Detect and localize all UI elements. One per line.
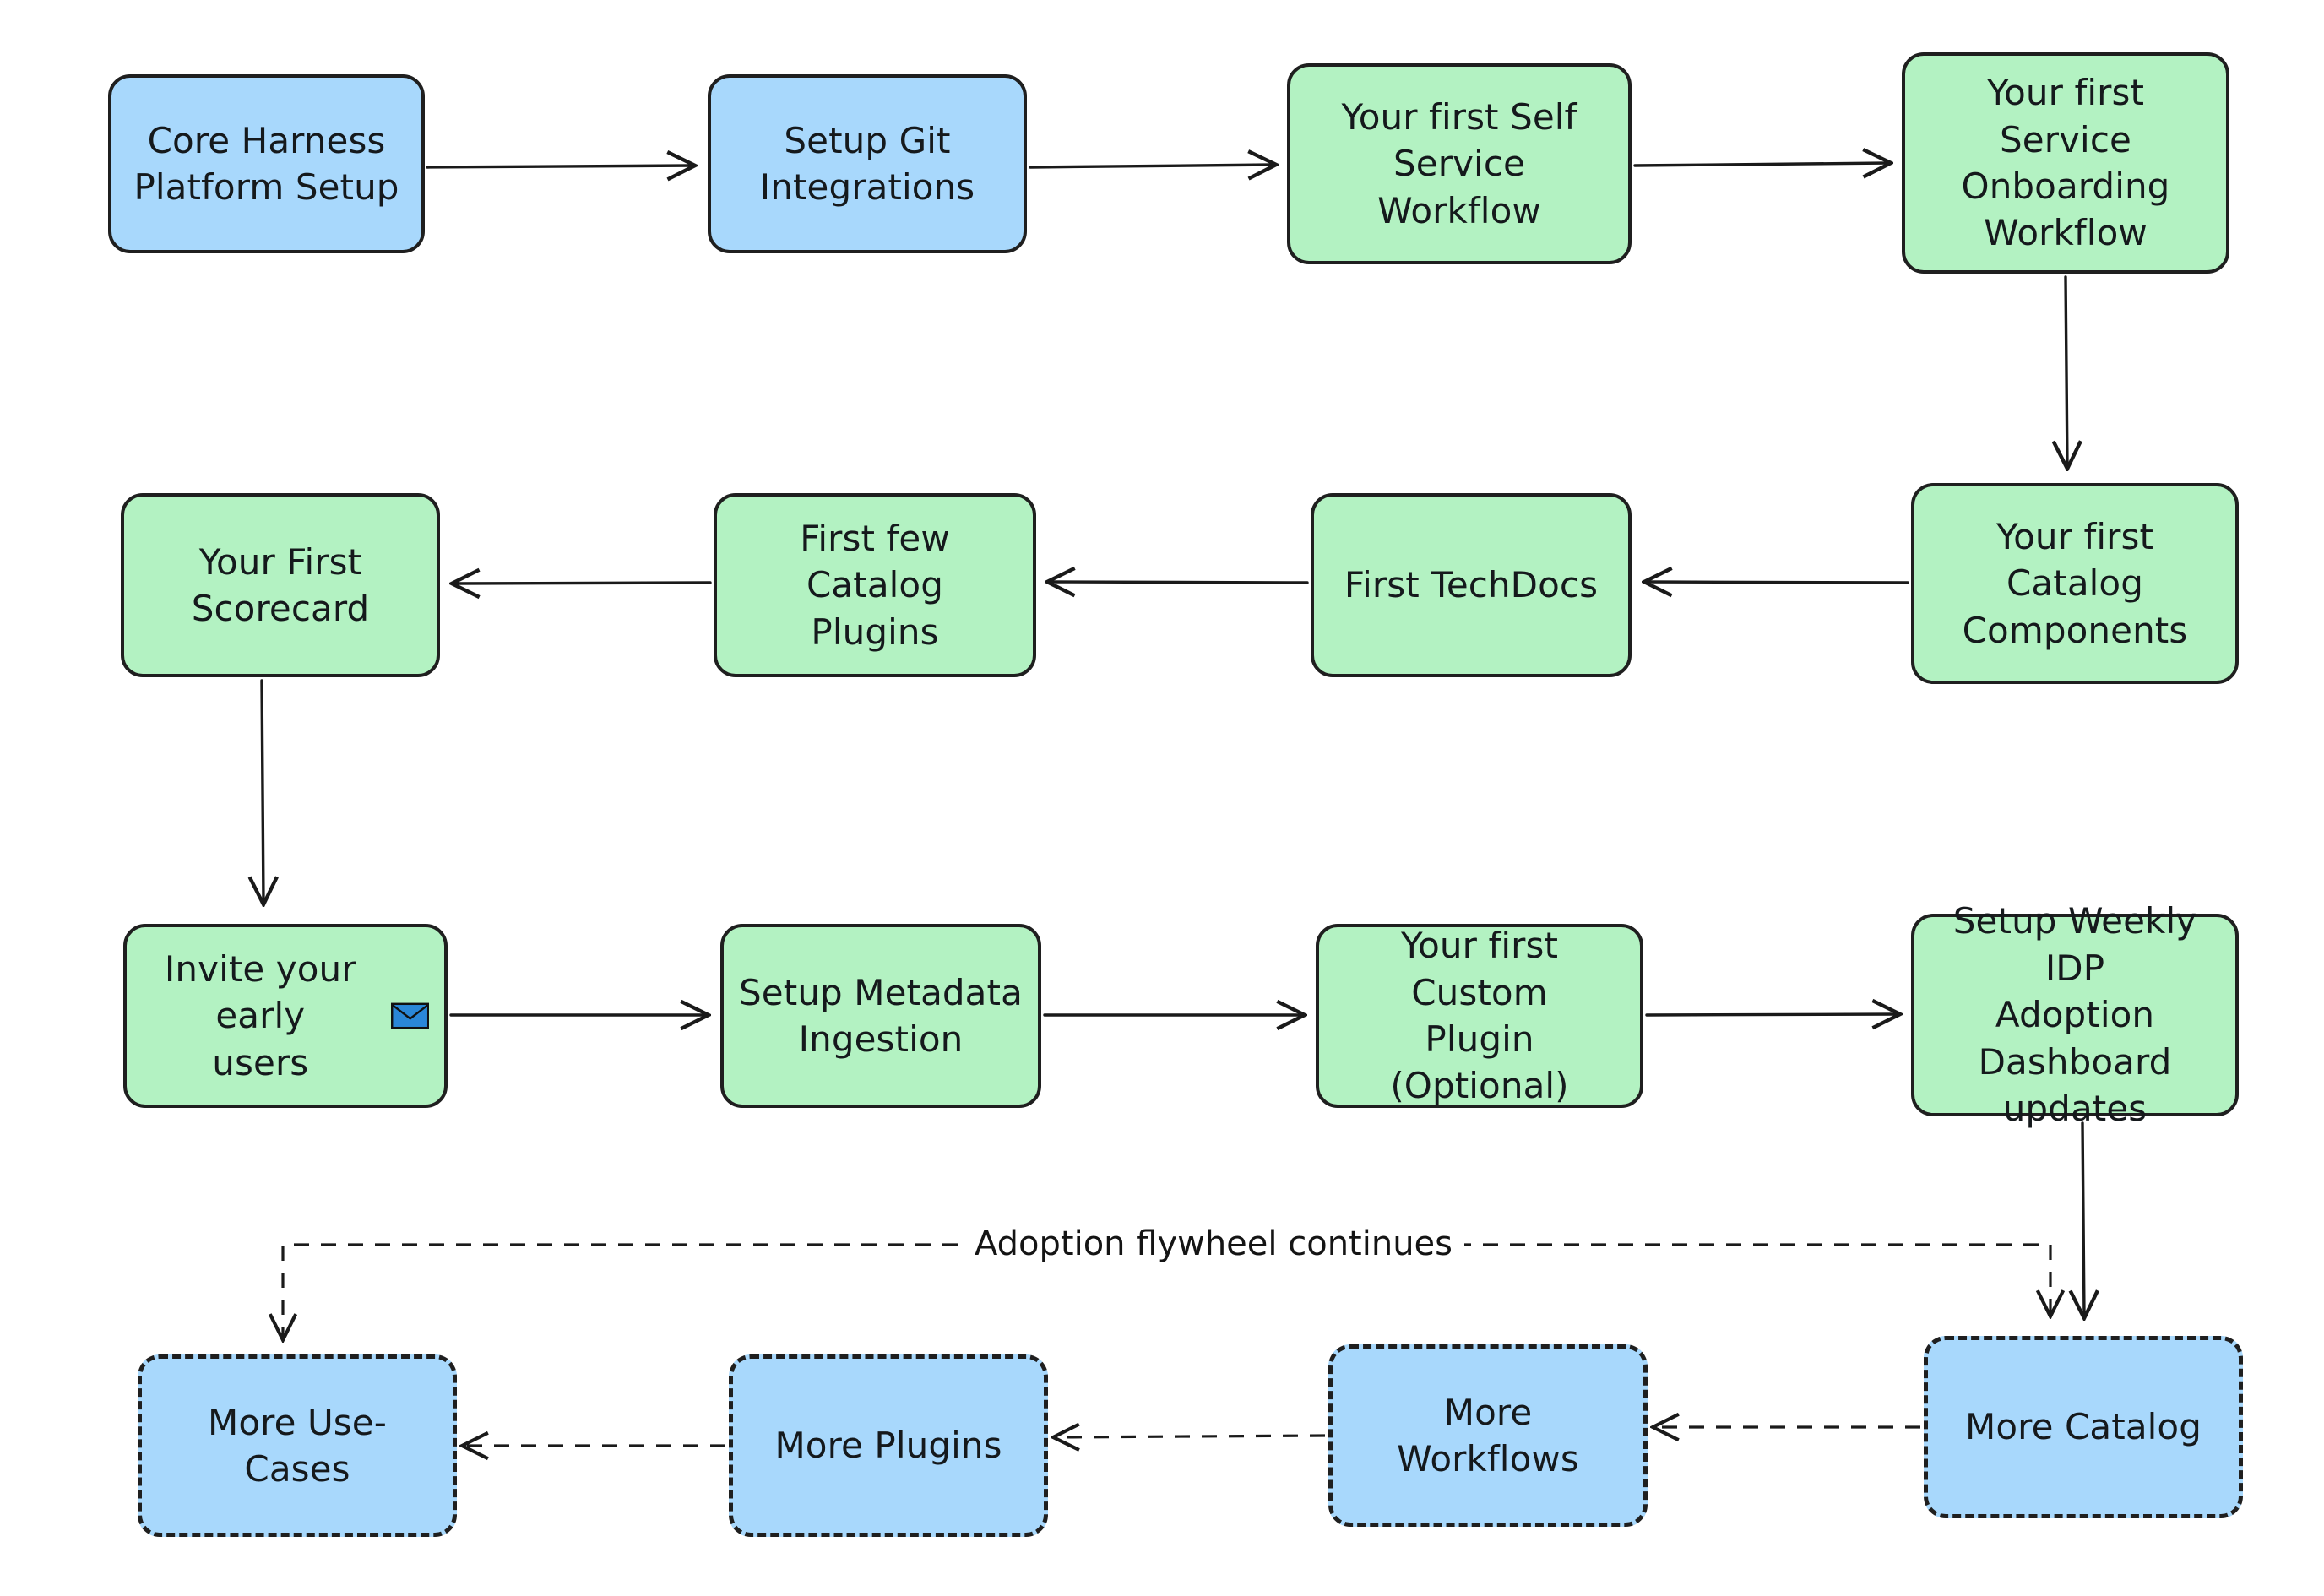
node-setup-metadata-ingestion[interactable]: Setup Metadata Ingestion: [720, 924, 1041, 1108]
edge-onboarding-to-catalog-components: [2066, 275, 2067, 466]
node-setup-git-integrations[interactable]: Setup Git Integrations: [708, 74, 1027, 253]
node-first-few-catalog-plugins[interactable]: First few Catalog Plugins: [714, 493, 1036, 677]
node-label: Setup Git Integrations: [759, 119, 975, 208]
node-label: More Workflows: [1397, 1391, 1579, 1479]
node-first-techdocs[interactable]: First TechDocs: [1311, 493, 1632, 677]
edge-moreworkflows-to-moreplugins: [1056, 1436, 1326, 1437]
envelope-icon: [390, 1002, 429, 1029]
edge-weeklyidp-to-morecatalog: [2082, 1121, 2084, 1316]
node-label: First TechDocs: [1344, 564, 1599, 606]
node-label: Your First Scorecard: [191, 540, 370, 629]
adoption-flywheel-label: Adoption flywheel continues: [963, 1224, 1464, 1263]
edge-customplugin-to-weeklyidp: [1645, 1014, 1898, 1015]
node-more-plugins[interactable]: More Plugins: [729, 1354, 1048, 1537]
node-label: First few Catalog Plugins: [800, 517, 950, 653]
node-label: Core Harness Platform Setup: [133, 119, 399, 208]
node-label: Your first Catalog Components: [1962, 515, 2188, 651]
node-more-catalog[interactable]: More Catalog: [1924, 1336, 2243, 1518]
node-label: Invite your early users: [164, 947, 356, 1083]
edge-git-to-selfservice: [1029, 165, 1273, 167]
node-core-harness-platform-setup[interactable]: Core Harness Platform Setup: [108, 74, 425, 253]
node-label: Setup Metadata Ingestion: [739, 971, 1023, 1060]
node-label: More Use-Cases: [208, 1401, 387, 1490]
node-your-first-catalog-components[interactable]: Your first Catalog Components: [1911, 483, 2239, 684]
node-your-first-scorecard[interactable]: Your First Scorecard: [121, 493, 440, 677]
edge-catalogplugins-to-scorecard: [454, 583, 712, 584]
node-label: More Plugins: [774, 1425, 1002, 1467]
edge-catalogcomponents-to-techdocs: [1647, 582, 1909, 583]
edge-selfservice-to-onboarding: [1633, 163, 1888, 166]
node-your-first-self-service-workflow[interactable]: Your first Self Service Workflow: [1287, 63, 1632, 264]
node-label: Your first Self Service Workflow: [1341, 95, 1577, 231]
edge-scorecard-to-invite: [262, 679, 263, 902]
edge-core-to-git: [426, 166, 692, 167]
node-invite-your-early-users[interactable]: Invite your early users: [123, 924, 448, 1108]
edge-techdocs-to-catalogplugins: [1050, 582, 1309, 583]
node-more-use-cases[interactable]: More Use-Cases: [138, 1354, 457, 1537]
node-more-workflows[interactable]: More Workflows: [1328, 1344, 1648, 1527]
node-label: More Catalog: [1965, 1406, 2202, 1448]
node-label: Setup Weekly IDP Adoption Dashboard upda…: [1952, 900, 2197, 1130]
node-your-first-service-onboarding-workflow[interactable]: Your first Service Onboarding Workflow: [1902, 52, 2229, 274]
node-your-first-custom-plugin[interactable]: Your first Custom Plugin (Optional): [1316, 924, 1643, 1108]
node-label: Your first Custom Plugin (Optional): [1390, 925, 1569, 1107]
node-setup-weekly-idp-adoption-dashboard-updates[interactable]: Setup Weekly IDP Adoption Dashboard upda…: [1911, 900, 2239, 1129]
node-label: Your first Service Onboarding Workflow: [1961, 72, 2170, 254]
